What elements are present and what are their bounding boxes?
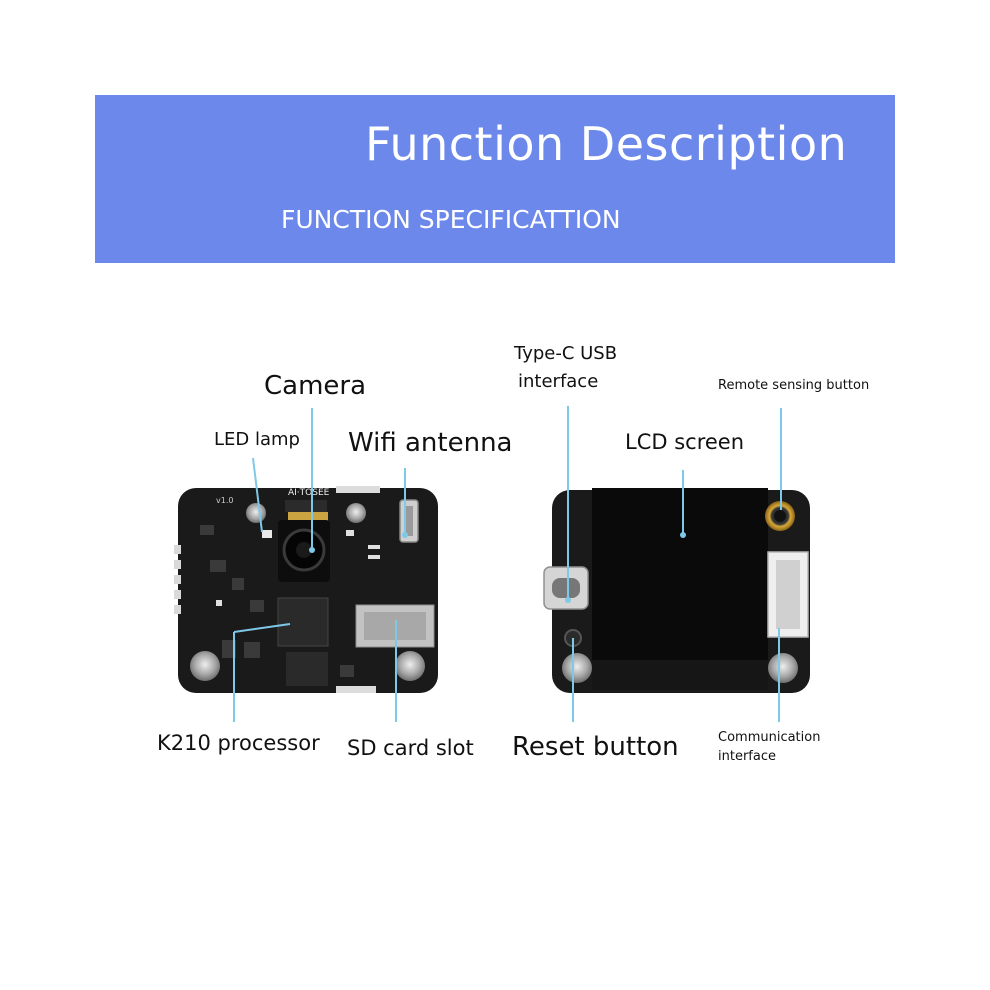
memory-chip <box>286 652 328 686</box>
label-remote-sensing-button: Remote sensing button <box>718 378 870 393</box>
back-board <box>543 488 810 693</box>
label-reset-button: Reset button <box>512 732 679 762</box>
camera-connector <box>288 512 328 522</box>
camera-ribbon <box>285 500 327 512</box>
front-screw-bottom-left <box>190 651 220 681</box>
front-small-components <box>200 525 354 677</box>
front-left-pads <box>174 545 181 614</box>
front-bottom-pads <box>336 686 376 693</box>
label-communication-line1: Communication <box>718 730 821 745</box>
label-sd-card-slot: SD card slot <box>347 736 474 760</box>
label-wifi-antenna: Wifi antenna <box>348 428 513 458</box>
front-brand-text: AI·TOSEE <box>288 488 330 498</box>
led-lamp <box>262 530 272 538</box>
front-board: v1.0 AI·TOSEE <box>174 486 438 693</box>
front-white-components <box>216 530 380 606</box>
label-led-lamp: LED lamp <box>214 429 300 450</box>
label-communication-line2: interface <box>718 749 776 764</box>
front-screw-top-right <box>346 503 366 523</box>
front-screw-bottom-right <box>395 651 425 681</box>
label-camera: Camera <box>264 371 367 401</box>
page-subtitle: FUNCTION SPECIFICATTION <box>281 205 621 234</box>
front-screw-top-left <box>246 503 266 523</box>
label-type-c-line2: interface <box>518 371 599 392</box>
label-type-c-line1: Type-C USB <box>514 343 618 364</box>
k210-chip <box>277 597 329 647</box>
page-title: Function Description <box>365 117 848 171</box>
label-lcd-screen: LCD screen <box>625 430 745 454</box>
back-screw-left <box>562 653 592 683</box>
leader-dots <box>309 532 686 603</box>
front-top-pads <box>336 486 380 493</box>
label-k210-processor: K210 processor <box>157 731 320 755</box>
leader-lines <box>233 406 782 722</box>
front-version-text: v1.0 <box>216 496 233 505</box>
back-screw-right <box>768 653 798 683</box>
lcd-screen <box>592 488 768 660</box>
header-banner <box>95 95 895 263</box>
